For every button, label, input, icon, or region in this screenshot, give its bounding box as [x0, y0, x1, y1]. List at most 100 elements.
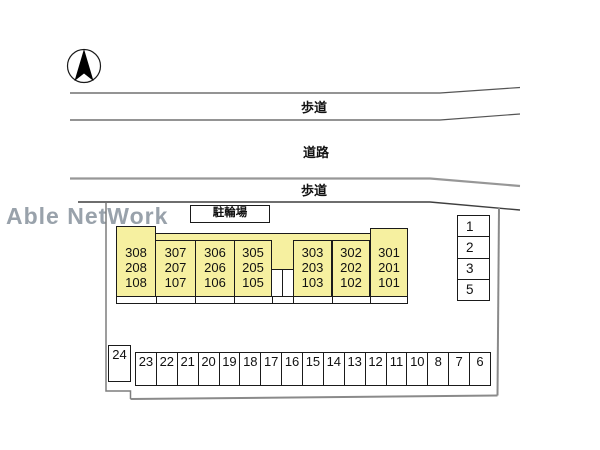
stairwell-divider [282, 270, 284, 297]
parking-side-column: 1 2 3 5 [457, 215, 490, 301]
space-number: 3 [466, 261, 474, 277]
parking-space-1: 1 [458, 216, 489, 236]
room-number: 302 [340, 245, 362, 260]
parking-space-8: 8 [427, 353, 448, 385]
space-number: 19 [222, 354, 237, 369]
room-stack-308: 308 208 108 [116, 245, 156, 290]
parking-space-7: 7 [448, 353, 469, 385]
property-boundary-bottom [130, 394, 498, 400]
parking-row: 23 22 21 20 19 18 17 16 15 14 13 12 11 1… [135, 352, 491, 386]
road-line-4 [78, 201, 521, 211]
parking-space-15: 15 [302, 353, 323, 385]
space-number: 10 [410, 354, 425, 369]
room-stack-302: 302 202 102 [332, 245, 370, 290]
parking-space-2: 2 [458, 236, 489, 257]
parking-space-18: 18 [239, 353, 260, 385]
parking-space-13: 13 [343, 353, 365, 385]
room-number: 202 [340, 259, 362, 275]
room-number: 201 [378, 259, 400, 275]
room-stack-307: 307 207 107 [155, 245, 196, 290]
room-number: 306 [204, 245, 226, 260]
sidewalk-bottom-label: 歩道 [300, 183, 327, 198]
room-number: 103 [301, 274, 324, 290]
road-label: 道路 [302, 145, 329, 160]
strip-divider [332, 297, 333, 303]
able-network-watermark: Able NetWork [6, 203, 169, 229]
strip-divider [195, 297, 196, 303]
property-boundary-left [105, 203, 132, 399]
room-number: 207 [164, 259, 187, 275]
parking-space-23: 23 [136, 353, 156, 385]
space-number: 17 [263, 354, 279, 369]
parking-space-22: 22 [155, 353, 177, 385]
property-boundary-right [496, 207, 500, 396]
space-number: 5 [466, 282, 474, 298]
space-number: 13 [347, 354, 362, 369]
space-number: 23 [138, 354, 154, 369]
room-number: 206 [204, 259, 226, 275]
strip-divider [370, 297, 371, 303]
space-number: 14 [326, 354, 342, 369]
room-number: 308 [125, 245, 147, 260]
strip-divider [272, 297, 273, 303]
space-number: 11 [389, 354, 404, 369]
room-stack-303: 303 203 103 [293, 245, 332, 290]
room-number: 305 [242, 245, 264, 260]
space-number: 7 [455, 354, 463, 369]
room-number: 203 [301, 259, 324, 275]
strip-divider [234, 297, 235, 303]
room-number: 303 [301, 245, 324, 260]
north-arrow-icon [66, 48, 102, 84]
room-number: 301 [378, 245, 400, 260]
building-unit-301 [370, 228, 408, 297]
road-line-2 [70, 113, 521, 121]
space-number: 20 [201, 354, 216, 369]
building-corridor-band [155, 233, 372, 242]
space-number: 1 [466, 218, 474, 234]
space-number: 8 [434, 354, 442, 369]
space-number: 12 [368, 354, 383, 369]
parking-space-3: 3 [458, 257, 489, 279]
room-number: 106 [204, 274, 226, 290]
bicycle-parking-label: 駐輪場 [212, 207, 248, 219]
room-stack-306: 306 206 106 [195, 245, 235, 290]
parking-space-24: 24 [108, 345, 131, 382]
strip-divider [156, 297, 157, 303]
building-unit-302 [332, 240, 370, 297]
room-stack-301: 301 201 101 [370, 245, 408, 290]
room-number: 107 [164, 274, 187, 290]
room-number: 208 [125, 259, 147, 275]
strip-divider [293, 297, 294, 303]
space-number: 16 [284, 354, 300, 369]
room-number: 205 [242, 259, 264, 275]
road-line-3 [70, 177, 521, 188]
bicycle-parking-box: 駐輪場 [190, 205, 270, 223]
room-stack-305: 305 205 105 [234, 245, 272, 290]
space-number: 2 [466, 239, 474, 255]
sidewalk-top-label: 歩道 [300, 100, 327, 115]
building-unit-305 [234, 240, 272, 297]
parking-space-5: 5 [458, 278, 489, 300]
space-number: 21 [180, 354, 195, 369]
room-number: 108 [125, 274, 147, 290]
balcony-strip [116, 296, 408, 304]
room-number: 105 [242, 274, 264, 290]
parking-space-14: 14 [322, 353, 344, 385]
parking-space-10: 10 [406, 353, 427, 385]
parking-space-16: 16 [281, 353, 302, 385]
parking-space-20: 20 [197, 353, 219, 385]
room-number: 101 [378, 274, 400, 290]
space-number: 15 [305, 354, 321, 369]
building-unit-303 [293, 240, 332, 297]
space-number: 24 [112, 347, 127, 362]
parking-space-11: 11 [385, 353, 407, 385]
room-number: 307 [164, 245, 187, 260]
building-unit-307 [155, 240, 196, 297]
parking-space-19: 19 [218, 353, 240, 385]
parking-space-17: 17 [260, 353, 281, 385]
parking-space-6: 6 [469, 353, 490, 385]
space-number: 18 [243, 354, 258, 369]
parking-space-12: 12 [364, 353, 386, 385]
